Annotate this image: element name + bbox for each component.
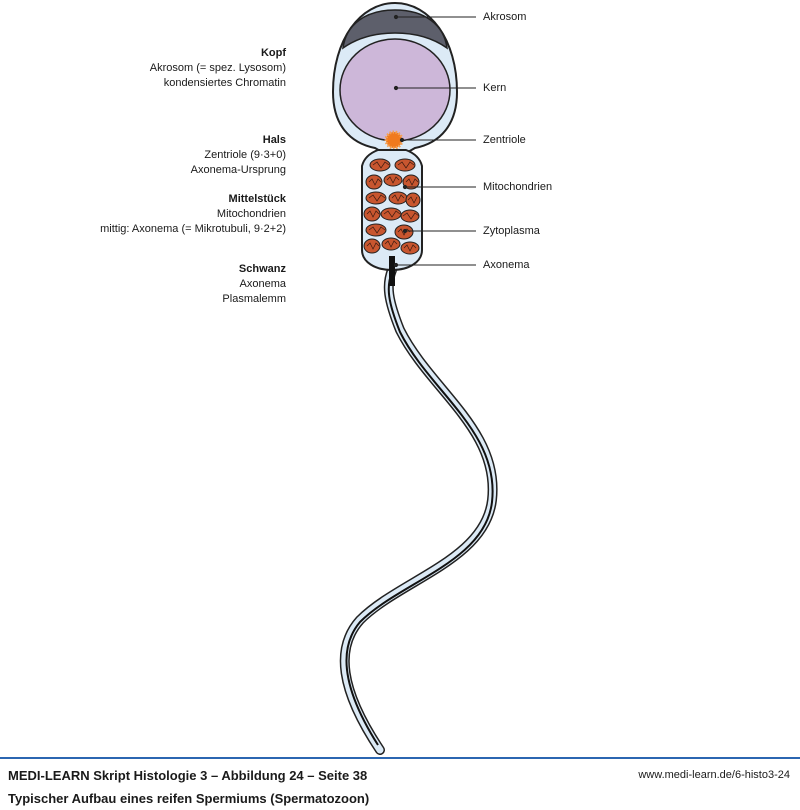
centriole-shape <box>384 130 404 150</box>
annotation-kopf: Kopf Akrosom (= spez. Lysosom) kondensie… <box>150 46 286 91</box>
annotation-mittelstueck: Mittelstück Mitochondrien mittig: Axonem… <box>100 192 286 237</box>
label-akrosom: Akrosom <box>483 11 527 23</box>
label-mitochondrien: Mitochondrien <box>483 181 553 193</box>
label-kern: Kern <box>483 82 507 94</box>
annotation-schwanz-line-1: Axonema <box>239 278 286 290</box>
axonema-shape <box>389 256 395 286</box>
footer-title: MEDI-LEARN Skript Histologie 3 – Abbildu… <box>8 768 368 783</box>
annotation-kopf-line-2: kondensiertes Chromatin <box>163 77 286 89</box>
annotation-hals-line-1: Zentriole (9·3+0) <box>204 149 286 161</box>
annotation-hals-heading: Hals <box>262 134 286 146</box>
annotation-kopf-line-1: Akrosom (= spez. Lysosom) <box>149 62 286 74</box>
annotation-mittelstueck-line-1: Mitochondrien <box>216 208 286 220</box>
annotation-kopf-heading: Kopf <box>260 47 286 59</box>
annotation-schwanz-line-2: Plasmalemm <box>222 293 286 305</box>
footer-url[interactable]: www.medi-learn.de/6-histo3-24 <box>638 769 790 781</box>
figure-caption: Typischer Aufbau eines reifen Spermiums … <box>8 791 370 806</box>
head <box>331 1 459 153</box>
label-zentriole: Zentriole <box>483 134 526 146</box>
midpiece <box>361 149 423 286</box>
footer-divider <box>0 757 800 759</box>
leader-lines <box>393 14 476 268</box>
acrosome-shape <box>342 9 448 50</box>
annotation-mittelstueck-line-2: mittig: Axonema (= Mikrotubuli, 9·2+2) <box>100 223 286 235</box>
annotation-mittelstueck-heading: Mittelstück <box>228 193 286 205</box>
annotation-hals: Hals Zentriole (9·3+0) Axonema-Ursprung <box>191 133 286 178</box>
label-axonema: Axonema <box>483 259 530 271</box>
nucleus-shape <box>339 38 451 142</box>
spermatozoon-diagram <box>331 1 498 755</box>
label-zytoplasma: Zytoplasma <box>483 225 540 237</box>
tail <box>339 265 498 755</box>
annotation-hals-line-2: Axonema-Ursprung <box>190 164 286 176</box>
annotation-schwanz: Schwanz Axonema Plasmalemm <box>222 262 286 307</box>
annotation-schwanz-heading: Schwanz <box>238 263 286 275</box>
